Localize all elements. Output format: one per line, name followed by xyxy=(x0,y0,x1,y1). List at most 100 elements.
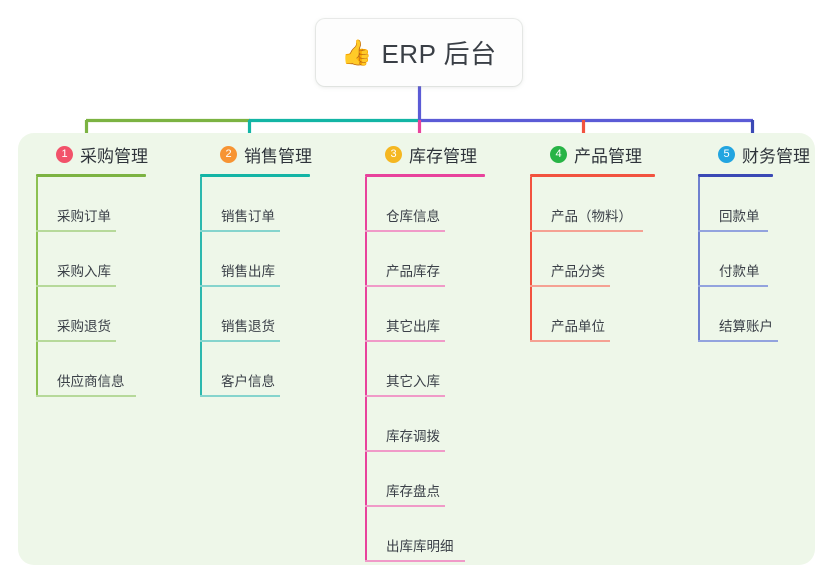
branch-title-1: 采购管理 xyxy=(80,146,148,166)
branch-underline-4 xyxy=(530,174,655,177)
leaf-node-label: 出库库明细 xyxy=(386,539,454,554)
leaf-node[interactable]: 库存盘点 xyxy=(365,452,530,507)
leaf-node-underline xyxy=(365,395,445,397)
leaf-node[interactable]: 销售退货 xyxy=(200,287,355,342)
branch-spine-5 xyxy=(698,177,700,342)
branch-underline-2 xyxy=(200,174,310,177)
branch-badge-3: 3 xyxy=(385,145,402,163)
branch-column-1: 1 采购管理采购订单采购入库采购退货供应商信息 xyxy=(36,141,191,397)
leaf-node[interactable]: 产品分类 xyxy=(530,232,700,287)
branch-items-1: 采购订单采购入库采购退货供应商信息 xyxy=(36,177,191,397)
leaf-node-underline xyxy=(365,560,465,562)
leaf-node-label: 产品库存 xyxy=(386,264,440,279)
branch-badge-1: 1 xyxy=(56,145,73,163)
branch-title-2: 销售管理 xyxy=(244,146,312,166)
leaf-node-underline xyxy=(698,230,768,232)
leaf-node-label: 销售退货 xyxy=(221,319,275,334)
branch-header-4[interactable]: 4 产品管理 xyxy=(530,141,700,167)
leaf-node[interactable]: 其它入库 xyxy=(365,342,530,397)
branch-spine-4 xyxy=(530,177,532,342)
leaf-node-underline xyxy=(36,340,116,342)
branch-items-5: 回款单付款单结算账户 xyxy=(698,177,818,342)
leaf-node-label: 其它出库 xyxy=(386,319,440,334)
root-node[interactable]: 👍 ERP 后台 xyxy=(316,19,522,86)
branch-underline-3 xyxy=(365,174,485,177)
leaf-node[interactable]: 付款单 xyxy=(698,232,818,287)
leaf-node[interactable]: 出库库明细 xyxy=(365,507,530,562)
leaf-node-underline xyxy=(365,340,445,342)
root-node-content: 👍 ERP 后台 xyxy=(341,34,496,71)
leaf-node-label: 产品（物料） xyxy=(551,209,632,224)
leaf-node[interactable]: 采购入库 xyxy=(36,232,191,287)
branch-badge-4: 4 xyxy=(550,145,567,163)
leaf-node-label: 采购订单 xyxy=(57,209,111,224)
leaf-node[interactable]: 产品库存 xyxy=(365,232,530,287)
leaf-node-underline xyxy=(530,340,610,342)
leaf-node-underline xyxy=(698,340,778,342)
leaf-node[interactable]: 仓库信息 xyxy=(365,177,530,232)
leaf-node[interactable]: 库存调拨 xyxy=(365,397,530,452)
leaf-node[interactable]: 销售出库 xyxy=(200,232,355,287)
leaf-node-underline xyxy=(200,230,280,232)
branch-title-4: 产品管理 xyxy=(574,146,642,166)
leaf-node-underline xyxy=(36,285,116,287)
leaf-node-underline xyxy=(200,395,280,397)
leaf-node-underline xyxy=(200,285,280,287)
leaf-node[interactable]: 结算账户 xyxy=(698,287,818,342)
leaf-node[interactable]: 回款单 xyxy=(698,177,818,232)
leaf-node-label: 仓库信息 xyxy=(386,209,440,224)
branch-spine-2 xyxy=(200,177,202,397)
leaf-node-label: 产品单位 xyxy=(551,319,605,334)
branch-badge-2: 2 xyxy=(220,145,237,163)
branch-items-4: 产品（物料） 产品分类产品单位 xyxy=(530,177,700,342)
leaf-node[interactable]: 采购退货 xyxy=(36,287,191,342)
leaf-node-label: 供应商信息 xyxy=(57,374,125,389)
branch-column-4: 4 产品管理产品（物料） 产品分类产品单位 xyxy=(530,141,700,342)
leaf-node[interactable]: 产品（物料） xyxy=(530,177,700,232)
leaf-node-underline xyxy=(365,230,445,232)
leaf-node[interactable]: 销售订单 xyxy=(200,177,355,232)
leaf-node-label: 其它入库 xyxy=(386,374,440,389)
leaf-node-label: 库存盘点 xyxy=(386,484,440,499)
leaf-node-label: 付款单 xyxy=(719,264,760,279)
leaf-node-underline xyxy=(365,505,445,507)
diagram-panel xyxy=(18,133,815,565)
leaf-node-underline xyxy=(36,395,136,397)
leaf-node-underline xyxy=(365,450,445,452)
leaf-node-label: 产品分类 xyxy=(551,264,605,279)
leaf-node[interactable]: 客户信息 xyxy=(200,342,355,397)
branch-column-5: 5 财务管理回款单付款单结算账户 xyxy=(698,141,818,342)
branch-underline-5 xyxy=(698,174,773,177)
branch-underline-1 xyxy=(36,174,146,177)
leaf-node-label: 客户信息 xyxy=(221,374,275,389)
branch-spine-3 xyxy=(365,177,367,562)
branch-header-1[interactable]: 1 采购管理 xyxy=(36,141,191,167)
leaf-node-label: 回款单 xyxy=(719,209,760,224)
leaf-node-underline xyxy=(530,285,610,287)
branch-badge-5: 5 xyxy=(718,145,735,163)
leaf-node-label: 销售订单 xyxy=(221,209,275,224)
branch-header-2[interactable]: 2 销售管理 xyxy=(200,141,355,167)
branch-items-3: 仓库信息产品库存其它出库其它入库库存调拨库存盘点出库库明细 xyxy=(365,177,530,562)
leaf-node-label: 销售出库 xyxy=(221,264,275,279)
root-node-title: ERP 后台 xyxy=(381,39,497,69)
leaf-node-underline xyxy=(530,230,643,232)
branch-header-5[interactable]: 5 财务管理 xyxy=(698,141,818,167)
leaf-node[interactable]: 产品单位 xyxy=(530,287,700,342)
leaf-node[interactable]: 其它出库 xyxy=(365,287,530,342)
leaf-node-underline xyxy=(365,285,445,287)
thumbs-up-icon: 👍 xyxy=(341,38,373,67)
branch-title-5: 财务管理 xyxy=(742,146,810,166)
leaf-node-label: 采购入库 xyxy=(57,264,111,279)
leaf-node[interactable]: 采购订单 xyxy=(36,177,191,232)
leaf-node-underline xyxy=(36,230,116,232)
leaf-node[interactable]: 供应商信息 xyxy=(36,342,191,397)
branch-spine-1 xyxy=(36,177,38,397)
leaf-node-label: 结算账户 xyxy=(719,319,773,334)
leaf-node-label: 采购退货 xyxy=(57,319,111,334)
branch-items-2: 销售订单销售出库销售退货客户信息 xyxy=(200,177,355,397)
leaf-node-label: 库存调拨 xyxy=(386,429,440,444)
